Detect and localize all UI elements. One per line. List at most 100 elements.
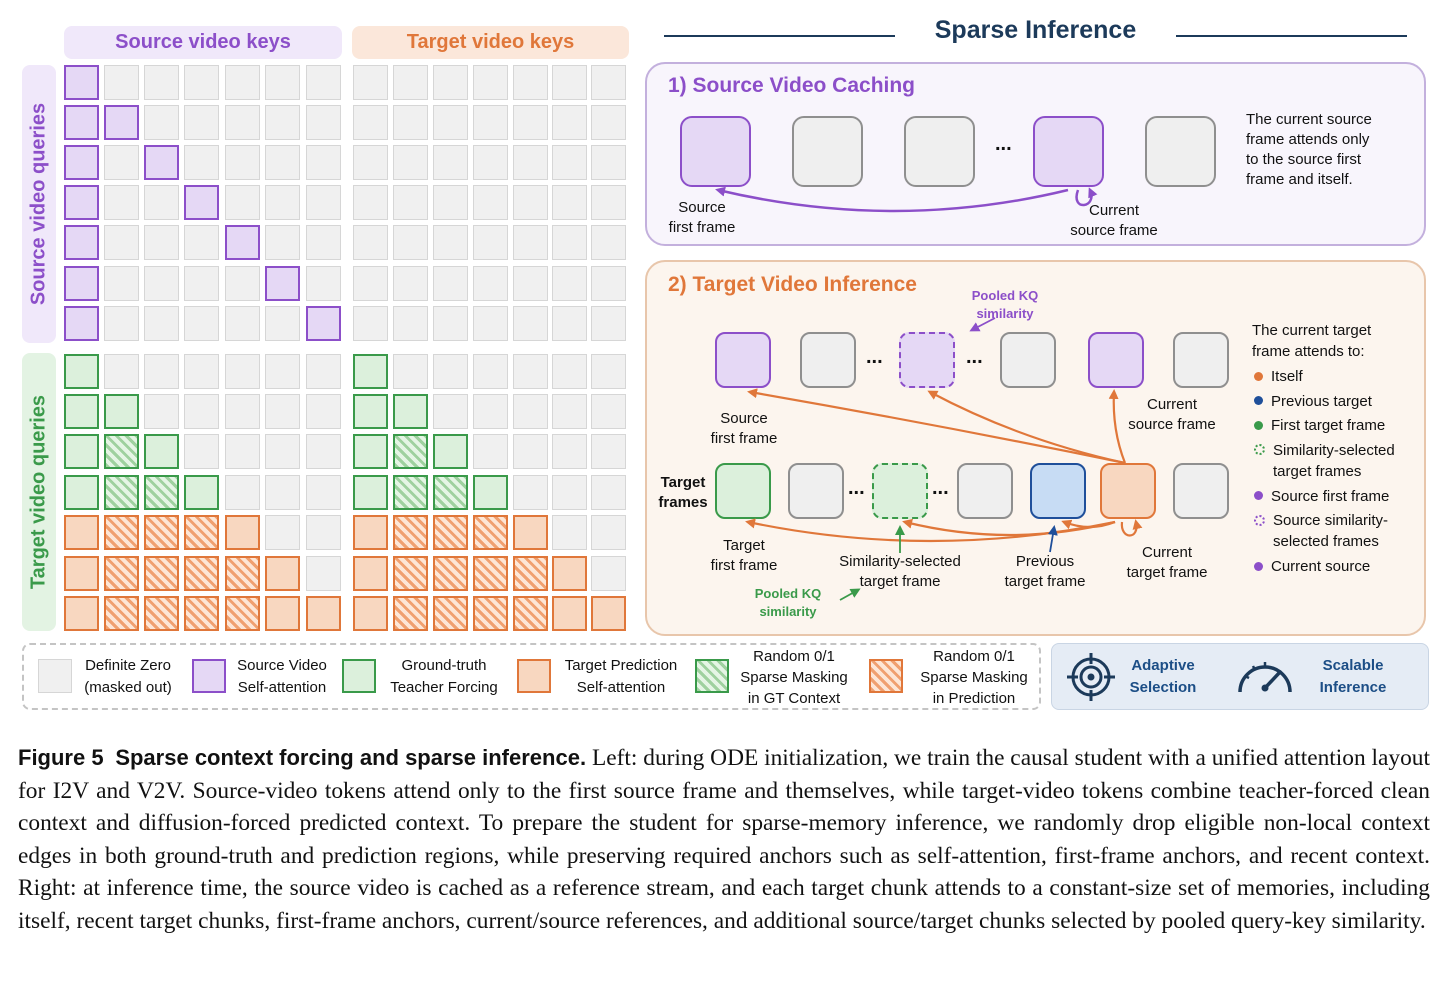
matrix-cell [64,475,99,510]
matrix-cell [144,515,179,550]
matrix-cell [393,225,428,260]
matrix-cell [591,225,626,260]
target-queries-label: Target video queries [22,353,56,631]
matrix-cell [393,515,428,550]
source-first-frame-box [715,332,771,388]
arrow-to-current-source [1108,389,1127,464]
matrix-cell [184,515,219,550]
matrix-cell [513,266,548,301]
matrix-cell [104,225,139,260]
legend-label: Previous target [1271,392,1372,410]
matrix-cell [64,515,99,550]
legend-label: Itself [1271,368,1303,385]
legend-label: Similarity-selected [1273,441,1395,459]
matrix-cell [64,306,99,341]
matrix-cell [473,306,508,341]
source-frame-box [1173,332,1229,388]
caption-text: Left: during ODE initialization, we trai… [18,745,1430,934]
matrix-cell [473,105,508,140]
legend-entry: Itself [1254,366,1303,387]
ellipsis: ... [848,477,865,499]
matrix-cell [591,266,626,301]
matrix-cell [473,225,508,260]
previous-target-frame-box [1030,463,1086,519]
matrix-cell [433,394,468,429]
matrix-cell [513,145,548,180]
matrix-cell [104,266,139,301]
matrix-cell [265,556,300,591]
matrix-cell [225,394,260,429]
matrix-cell [104,515,139,550]
matrix-cell [473,475,508,510]
matrix-cell [591,596,626,631]
matrix-cell [513,105,548,140]
matrix-cell [225,515,260,550]
matrix-cell [225,556,260,591]
matrix-cell [225,65,260,100]
matrix-cell [265,65,300,100]
panel2-title: 2) Target Video Inference [668,273,917,296]
swatch-ground-truth [342,659,376,693]
pointer-pooled-source [969,317,996,332]
matrix-cell [393,394,428,429]
matrix-cell [473,266,508,301]
current-target-frame-box [1100,463,1156,519]
caption-label: Figure 5 [18,745,104,770]
swatch-definite-zero [38,659,72,693]
matrix-cell [64,145,99,180]
matrix-cell [225,105,260,140]
matrix-cell [225,434,260,469]
arrow-self-loop [1075,187,1098,207]
matrix-cell [552,145,587,180]
matrix-cell [104,306,139,341]
matrix-cell [473,185,508,220]
matrix-cell [104,185,139,220]
matrix-cell [433,556,468,591]
matrix-cell [433,65,468,100]
arrow-to-source-similar [927,390,1126,465]
matrix-cell [552,394,587,429]
legend-dot [1254,396,1263,406]
matrix-cell [591,65,626,100]
target-frame-box [788,463,844,519]
source-frame-box [792,116,863,187]
matrix-cell [353,145,388,180]
matrix-cell [144,596,179,631]
matrix-cell [513,394,548,429]
source-frame-box [904,116,975,187]
matrix-cell [306,185,341,220]
legend-label: selected frames [1273,533,1379,550]
ellipsis: ... [966,346,983,368]
legend-dot [1254,514,1265,526]
matrix-cell [64,434,99,469]
matrix-cell [353,475,388,510]
matrix-cell [353,266,388,301]
legend-dot [1254,444,1265,456]
legend-label: First target frame [1271,417,1386,434]
matrix-cell [64,266,99,301]
matrix-cell [513,515,548,550]
matrix-cell [306,105,341,140]
matrix-cell [265,354,300,389]
current-source-frame-box [1033,116,1104,187]
source-frame-box [1145,116,1216,187]
matrix-cell [552,556,587,591]
matrix-cell [552,185,587,220]
matrix-cell [265,225,300,260]
matrix-cell [306,65,341,100]
legend-dot [1254,371,1263,381]
matrix-cell [393,266,428,301]
matrix-cell [552,515,587,550]
